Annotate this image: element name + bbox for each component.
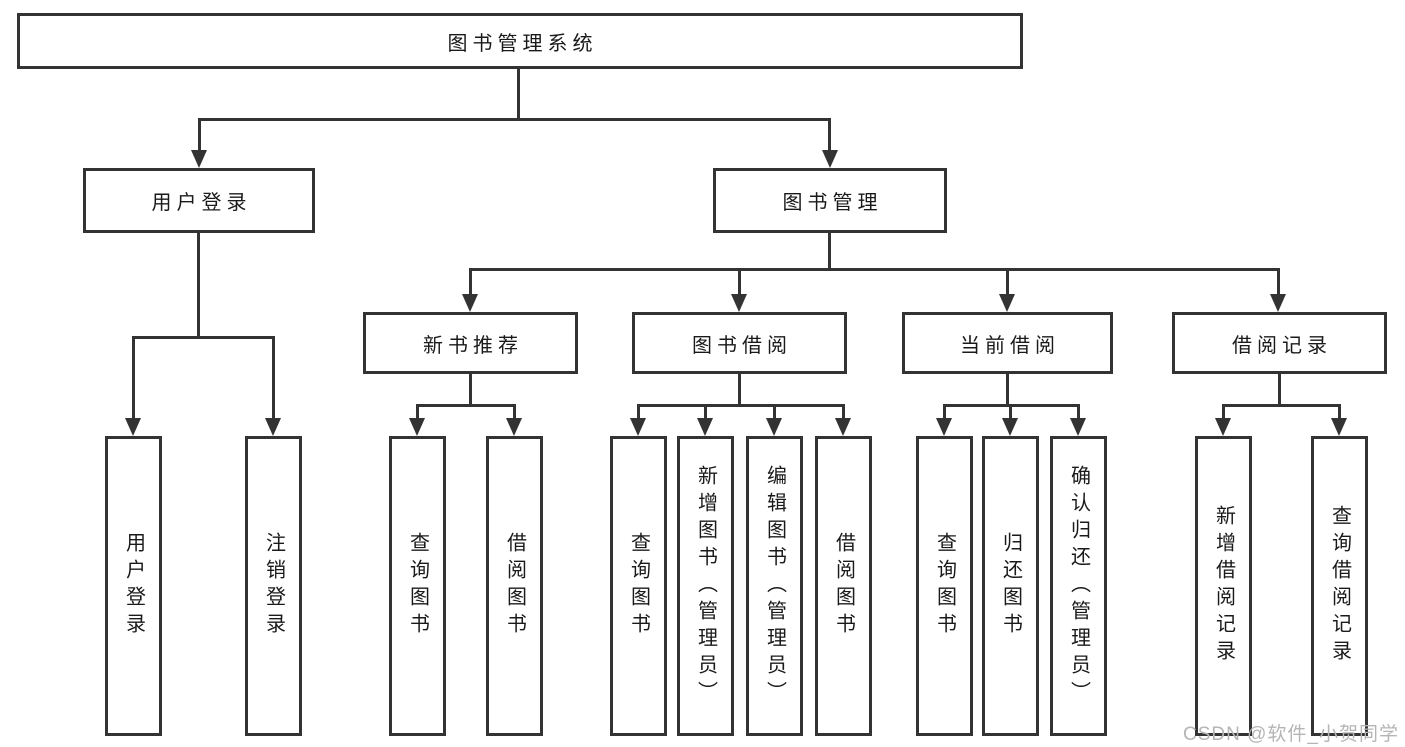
connector-line [132, 336, 275, 339]
leaf-borrowing-edit-books-admin: 编辑图书（管理员） [746, 436, 803, 736]
connector-line [943, 404, 946, 420]
connector-line [842, 404, 845, 420]
connector-line [637, 404, 640, 420]
connector-line [469, 268, 472, 296]
arrow-down-icon [1331, 418, 1347, 436]
connector-line [1278, 374, 1281, 406]
arrow-down-icon [462, 294, 478, 312]
arrow-down-icon [731, 294, 747, 312]
connector-line [198, 118, 201, 152]
connector-line [416, 404, 516, 407]
connector-line [773, 404, 776, 420]
connector-line [828, 233, 831, 270]
node-system-root: 图书管理系统 [17, 13, 1023, 69]
node-user-login: 用户登录 [83, 168, 315, 233]
arrow-down-icon [125, 418, 141, 436]
arrow-down-icon [835, 418, 851, 436]
node-book-management: 图书管理 [713, 168, 947, 233]
connector-line [469, 268, 1280, 271]
arrow-down-icon [630, 418, 646, 436]
node-new-book-recommend: 新书推荐 [363, 312, 578, 374]
leaf-current-query-books: 查询图书 [916, 436, 973, 736]
arrow-down-icon [1002, 418, 1018, 436]
connector-line [738, 268, 741, 296]
arrow-down-icon [1215, 418, 1231, 436]
leaf-records-query-record: 查询借阅记录 [1311, 436, 1368, 736]
connector-line [469, 374, 472, 406]
node-book-borrowing: 图书借阅 [632, 312, 847, 374]
connector-line [513, 404, 516, 420]
leaf-logout: 注销登录 [245, 436, 302, 736]
connector-line [517, 69, 520, 120]
arrow-down-icon [822, 150, 838, 168]
connector-line [637, 404, 845, 407]
connector-line [1006, 374, 1009, 406]
leaf-records-add-record: 新增借阅记录 [1195, 436, 1252, 736]
arrow-down-icon [409, 418, 425, 436]
leaf-borrowing-query-books: 查询图书 [610, 436, 667, 736]
arrow-down-icon [506, 418, 522, 436]
connector-line [1222, 404, 1341, 407]
leaf-current-confirm-return-admin: 确认归还（管理员） [1050, 436, 1107, 736]
node-borrowing-records: 借阅记录 [1172, 312, 1387, 374]
connector-line [1006, 268, 1009, 296]
arrow-down-icon [936, 418, 952, 436]
arrow-down-icon [697, 418, 713, 436]
connector-line [132, 336, 135, 420]
connector-line [1077, 404, 1080, 420]
arrow-down-icon [191, 150, 207, 168]
csdn-watermark: CSDN @软件_小贺同学 [1183, 724, 1399, 745]
arrow-down-icon [1070, 418, 1086, 436]
leaf-borrowing-add-books-admin: 新增图书（管理员） [677, 436, 734, 736]
connector-line [704, 404, 707, 420]
connector-line [828, 118, 831, 152]
leaf-user-login: 用户登录 [105, 436, 162, 736]
connector-line [1338, 404, 1341, 420]
connector-line [198, 118, 831, 121]
connector-line [738, 374, 741, 406]
arrow-down-icon [999, 294, 1015, 312]
connector-line [1277, 268, 1280, 296]
arrow-down-icon [265, 418, 281, 436]
connector-line [1222, 404, 1225, 420]
node-current-borrowing: 当前借阅 [902, 312, 1113, 374]
leaf-recommend-borrow-books: 借阅图书 [486, 436, 543, 736]
connector-line [272, 336, 275, 420]
connector-line [416, 404, 419, 420]
leaf-recommend-query-books: 查询图书 [389, 436, 446, 736]
connector-line [1009, 404, 1012, 420]
connector-line [197, 233, 200, 338]
arrow-down-icon [766, 418, 782, 436]
leaf-current-return-books: 归还图书 [982, 436, 1039, 736]
arrow-down-icon [1270, 294, 1286, 312]
leaf-borrowing-borrow-books: 借阅图书 [815, 436, 872, 736]
